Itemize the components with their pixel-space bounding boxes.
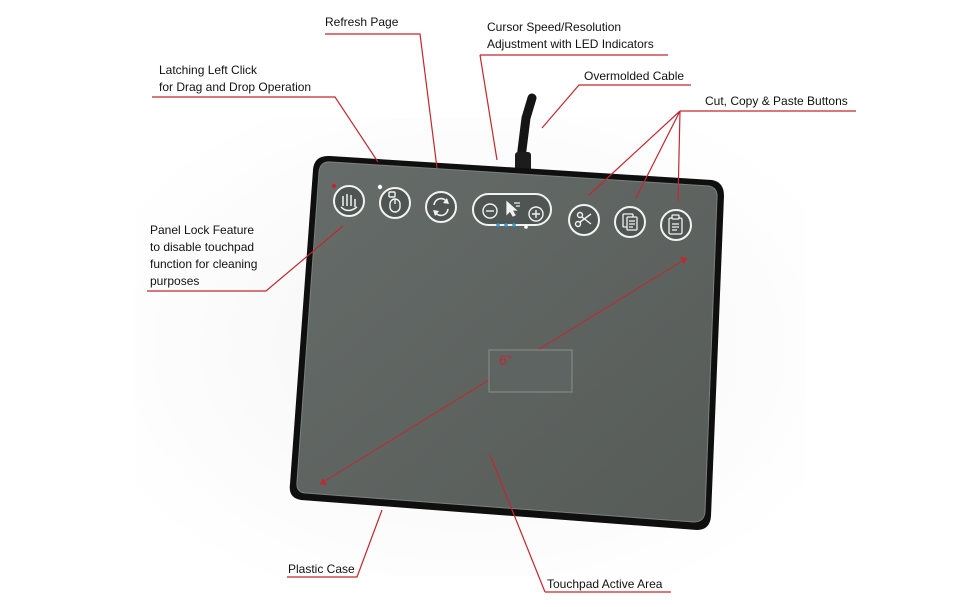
refresh-page-label: Refresh Page — [325, 15, 399, 29]
latching-left-click-label-line2: for Drag and Drop Operation — [159, 80, 312, 94]
mouse-lock-icon — [388, 191, 401, 213]
diagonal-size-label: 6" — [499, 352, 512, 368]
latching-left-click-label-line1: Latching Left Click — [159, 63, 258, 77]
status-led-white — [377, 184, 383, 190]
decrease-speed-button[interactable] — [482, 203, 498, 219]
cursor-speed-control[interactable] — [472, 193, 552, 229]
hand-swipe-icon — [340, 194, 358, 212]
refresh-icon — [433, 197, 449, 217]
leader-cut-copy-paste — [588, 110, 856, 202]
cut-copy-paste-label: Cut, Copy & Paste Buttons — [705, 94, 848, 108]
copy-button[interactable] — [614, 206, 646, 238]
cursor-speed-label-line2: Adjustment with LED Indicators — [487, 37, 654, 51]
leader-overmolded-cable — [541, 84, 691, 129]
leader-latching-left-click — [152, 96, 379, 163]
status-led-red — [331, 183, 337, 189]
panel-lock-label-line3: function for cleaning — [150, 257, 258, 271]
overmolded-cable-label: Overmolded Cable — [584, 69, 685, 83]
touchpad-active-area-label: Touchpad Active Area — [547, 577, 663, 591]
panel-lock-label-line1: Panel Lock Feature — [150, 223, 255, 237]
device-case — [289, 155, 724, 530]
panel-lock-label-line2: to disable touchpad — [150, 240, 255, 254]
plastic-case-label: Plastic Case — [288, 562, 355, 576]
paste-button[interactable] — [660, 209, 692, 241]
leader-lines — [147, 33, 856, 593]
leader-refresh-page — [325, 33, 438, 169]
latching-left-click-button[interactable] — [379, 187, 411, 219]
diagonal-measure — [319, 257, 688, 485]
copy-icon — [622, 213, 638, 231]
paste-icon — [668, 214, 683, 235]
leader-touchpad-active-area — [489, 454, 671, 593]
increase-speed-button[interactable] — [528, 206, 544, 222]
cursor-speed-icon — [506, 200, 520, 217]
cursor-speed-label-line1: Cursor Speed/Resolution — [487, 20, 622, 34]
overmolded-cable — [515, 93, 537, 175]
hand-swipe-button[interactable] — [333, 185, 365, 217]
cut-button[interactable] — [568, 204, 600, 236]
leader-plastic-case — [287, 509, 383, 578]
refresh-button[interactable] — [425, 191, 457, 223]
leader-cursor-speed — [479, 54, 668, 161]
plus-icon — [532, 210, 540, 218]
panel-lock-label-line4: purposes — [150, 274, 200, 288]
leader-panel-lock — [147, 225, 344, 292]
scissors-icon — [574, 211, 592, 228]
speed-led-indicators — [496, 223, 528, 229]
